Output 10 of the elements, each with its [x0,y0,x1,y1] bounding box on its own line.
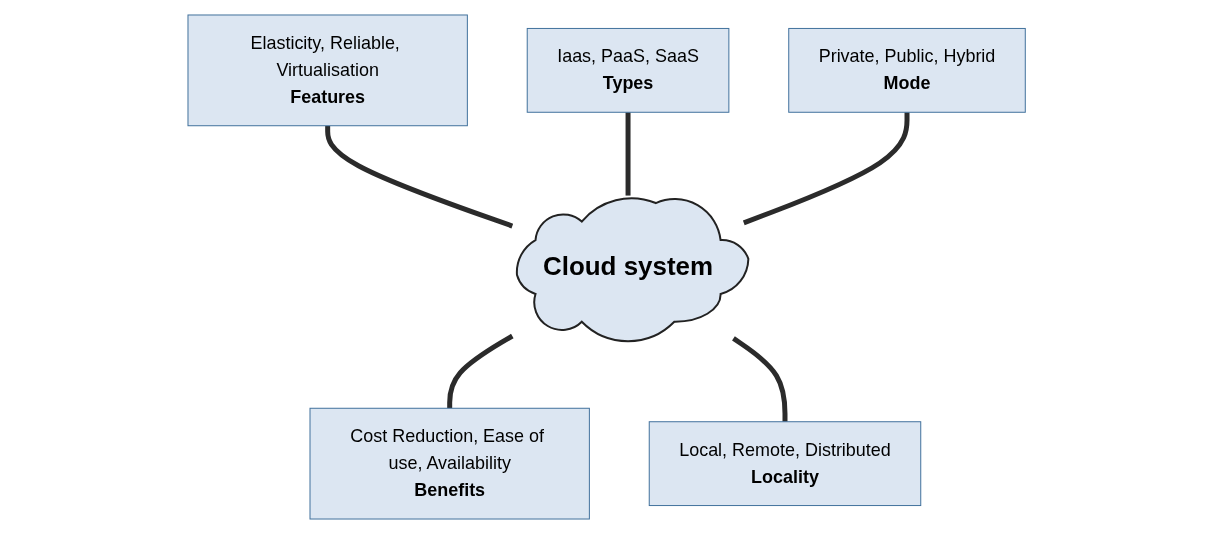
node-box: Iaas, PaaS, SaaS Types [527,27,730,113]
node-box: Cost Reduction, Ease of use, Availability Benefits [309,407,591,520]
node-box: Private, Public, Hybrid Mode [788,27,1027,113]
connector [743,112,910,226]
connector [625,112,631,196]
node-box: Local, Remote, Distributed Locality [649,421,922,507]
connector [732,336,788,422]
node-box: Elasticity, Reliable, Virtualisation Features [187,14,469,127]
connector [447,333,514,409]
connector [325,125,514,229]
